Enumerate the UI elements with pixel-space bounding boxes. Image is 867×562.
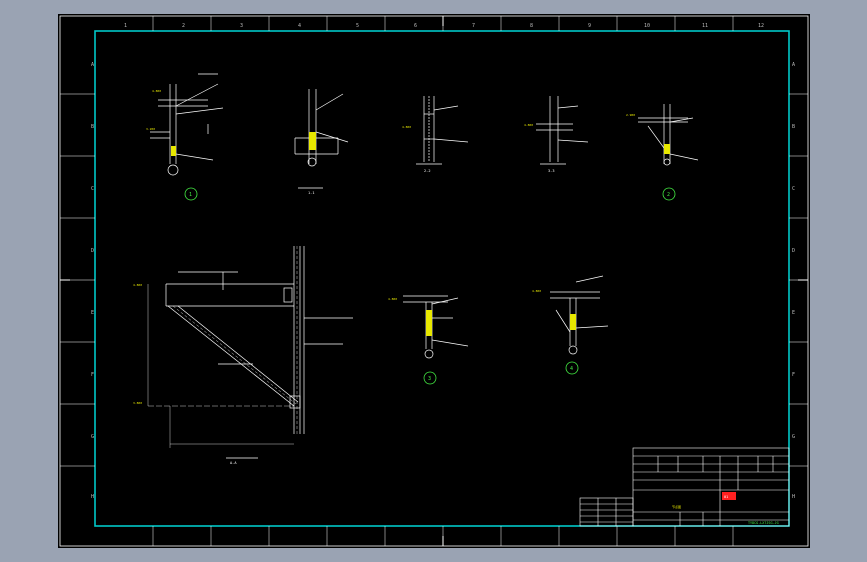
section-2-2-elevation: 4.800 <box>402 125 411 129</box>
detail-3-marker[interactable] <box>423 371 437 385</box>
col-tick-4: 4 <box>298 23 301 29</box>
col-tick-7: 7 <box>472 23 475 29</box>
detail-2-number: 2 <box>667 192 670 198</box>
col-tick-1: 1 <box>124 23 127 29</box>
detail-2-elevation: 2.900 <box>626 113 635 117</box>
row-tick-h: H <box>91 494 94 500</box>
stamp-text: 01 <box>724 495 728 499</box>
col-tick-12: 12 <box>758 23 764 29</box>
col-tick-10: 10 <box>644 23 650 29</box>
row-tick-g-right: G <box>792 434 795 440</box>
row-tick-f: F <box>91 372 94 378</box>
detail-1-marker[interactable] <box>184 187 198 201</box>
detail-3-number: 3 <box>428 376 431 382</box>
detail-4-marker[interactable] <box>565 361 579 375</box>
section-1-1[interactable] <box>294 89 349 189</box>
detail-4-elevation: 4.800 <box>532 289 541 293</box>
row-tick-c-right: C <box>792 186 795 192</box>
row-tick-b: B <box>91 124 94 130</box>
elevation-a-a[interactable] <box>147 246 353 459</box>
row-labels: A B C D E F G H A B C D E F G H <box>91 62 795 500</box>
section-3-3-label: 3-3 <box>548 169 555 173</box>
row-tick-g: G <box>91 434 94 440</box>
row-tick-a: A <box>91 62 94 68</box>
col-tick-11: 11 <box>702 23 708 29</box>
col-tick-6: 6 <box>414 23 417 29</box>
row-tick-a-right: A <box>792 62 795 68</box>
drawing-sheet[interactable]: 1 2 3 4 5 6 7 8 9 10 11 12 A B C D E F G… <box>58 14 810 548</box>
detail-4-number: 4 <box>570 366 573 372</box>
detail-4[interactable] <box>550 275 609 355</box>
section-3-3[interactable] <box>536 96 589 165</box>
col-tick-3: 3 <box>240 23 243 29</box>
elevation-top-level: 4.800 <box>133 283 142 287</box>
row-tick-b-right: B <box>792 124 795 130</box>
detail-3[interactable] <box>403 295 469 359</box>
grid-ticks <box>60 16 808 546</box>
row-tick-f-right: F <box>792 372 795 378</box>
section-1-1-label: 1-1 <box>308 191 315 195</box>
column-labels: 1 2 3 4 5 6 7 8 9 10 11 12 <box>124 23 764 29</box>
drawing-code: TYDCG-LXTJSG-JG <box>748 521 779 525</box>
elevation-bottom-level: 3.800 <box>133 401 142 405</box>
outer-frame <box>59 15 809 547</box>
detail-2-marker[interactable] <box>662 187 676 201</box>
row-tick-h-right: H <box>792 494 795 500</box>
section-2-2-label: 2-2 <box>424 169 431 173</box>
detail-3-elevation: 4.800 <box>388 297 397 301</box>
col-tick-9: 9 <box>588 23 591 29</box>
row-tick-d: D <box>91 248 94 254</box>
col-tick-2: 2 <box>182 23 185 29</box>
row-tick-d-right: D <box>792 248 795 254</box>
row-tick-e: E <box>91 310 94 316</box>
col-tick-5: 5 <box>356 23 359 29</box>
detail-1-number: 1 <box>189 192 192 198</box>
detail-1-elevation-lower: 3.200 <box>146 127 155 131</box>
row-tick-e-right: E <box>792 310 795 316</box>
drawing-name: 节点图 <box>672 504 681 509</box>
center-marks <box>60 16 808 546</box>
title-block-stamp <box>722 492 736 500</box>
elevation-a-a-label: A-A <box>230 461 237 465</box>
detail-1[interactable] <box>150 73 224 176</box>
section-2-2[interactable] <box>416 96 469 165</box>
section-3-3-elevation: 4.800 <box>524 123 533 127</box>
detail-2[interactable] <box>638 104 699 166</box>
title-block[interactable] <box>579 447 790 527</box>
drawing-border <box>94 30 790 527</box>
detail-1-elevation: 4.800 <box>152 89 161 93</box>
col-tick-8: 8 <box>530 23 533 29</box>
row-tick-c: C <box>91 186 94 192</box>
